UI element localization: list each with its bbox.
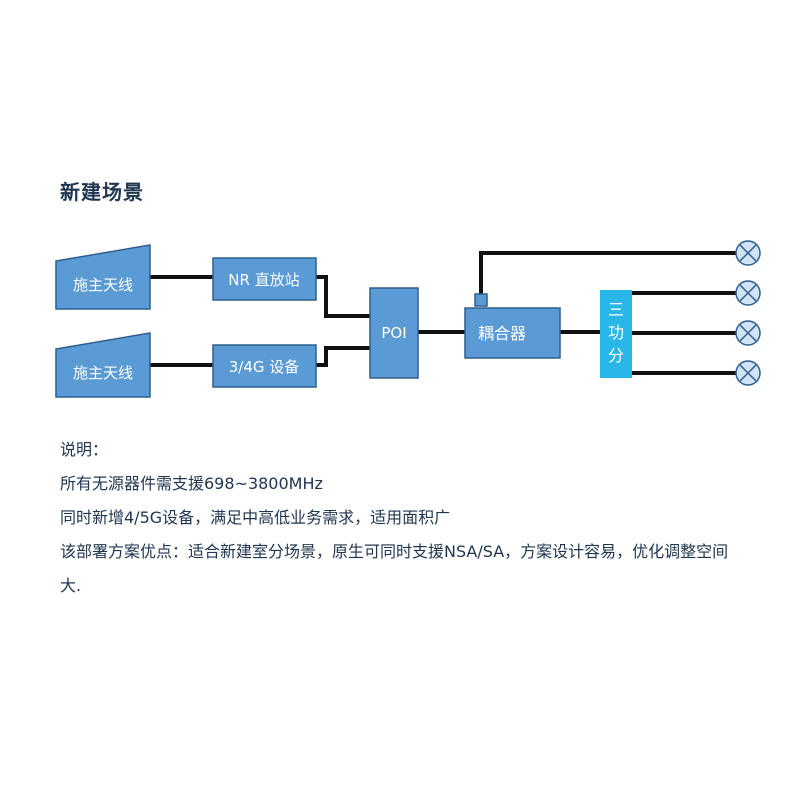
donor-antenna-top-label: 施主天线 xyxy=(73,276,133,294)
notes-heading: 说明： xyxy=(60,440,109,459)
ceiling-antenna-icon xyxy=(735,240,761,266)
coupler-port xyxy=(474,293,488,307)
link-coupler-top-lamp xyxy=(479,251,736,296)
device-34g-label: 3/4G 设备 xyxy=(229,358,300,376)
poi-box xyxy=(369,287,419,379)
ceiling-antenna-icon xyxy=(735,320,761,346)
splitter-box xyxy=(600,290,632,378)
coupler-label: 耦合器 xyxy=(478,324,526,343)
splitter-label-char-1: 三 xyxy=(608,300,624,319)
donor-antenna-bottom xyxy=(55,332,151,398)
link-34g-poi xyxy=(316,346,370,367)
poi-label: POI xyxy=(381,324,406,342)
ceiling-antenna-icon xyxy=(735,360,761,386)
donor-antenna-bottom-label: 施主天线 xyxy=(73,364,133,382)
splitter-label-char-2: 功 xyxy=(608,323,624,342)
nr-repeater-box xyxy=(212,257,317,301)
note-line-3: 该部署方案优点：适合新建室分场景，原生可同时支援NSA/SA，方案设计容易，优化… xyxy=(60,542,729,595)
note-line-2: 同时新增4/5G设备，满足中高低业务需求，适用面积广 xyxy=(60,508,451,527)
device-34g-box xyxy=(212,344,317,388)
nr-repeater-label: NR 直放站 xyxy=(228,271,299,289)
donor-antenna-top xyxy=(55,244,151,310)
link-nr-poi xyxy=(316,275,370,318)
page-title: 新建场景 xyxy=(60,180,144,204)
note-line-1: 所有无源器件需支援698~3800MHz xyxy=(60,474,323,493)
notes-section: 说明： 所有无源器件需支援698~3800MHz 同时新增4/5G设备，满足中高… xyxy=(60,438,740,603)
coupler-box xyxy=(464,307,561,359)
ceiling-antenna-icon xyxy=(735,280,761,306)
splitter-label-char-3: 分 xyxy=(608,346,624,365)
